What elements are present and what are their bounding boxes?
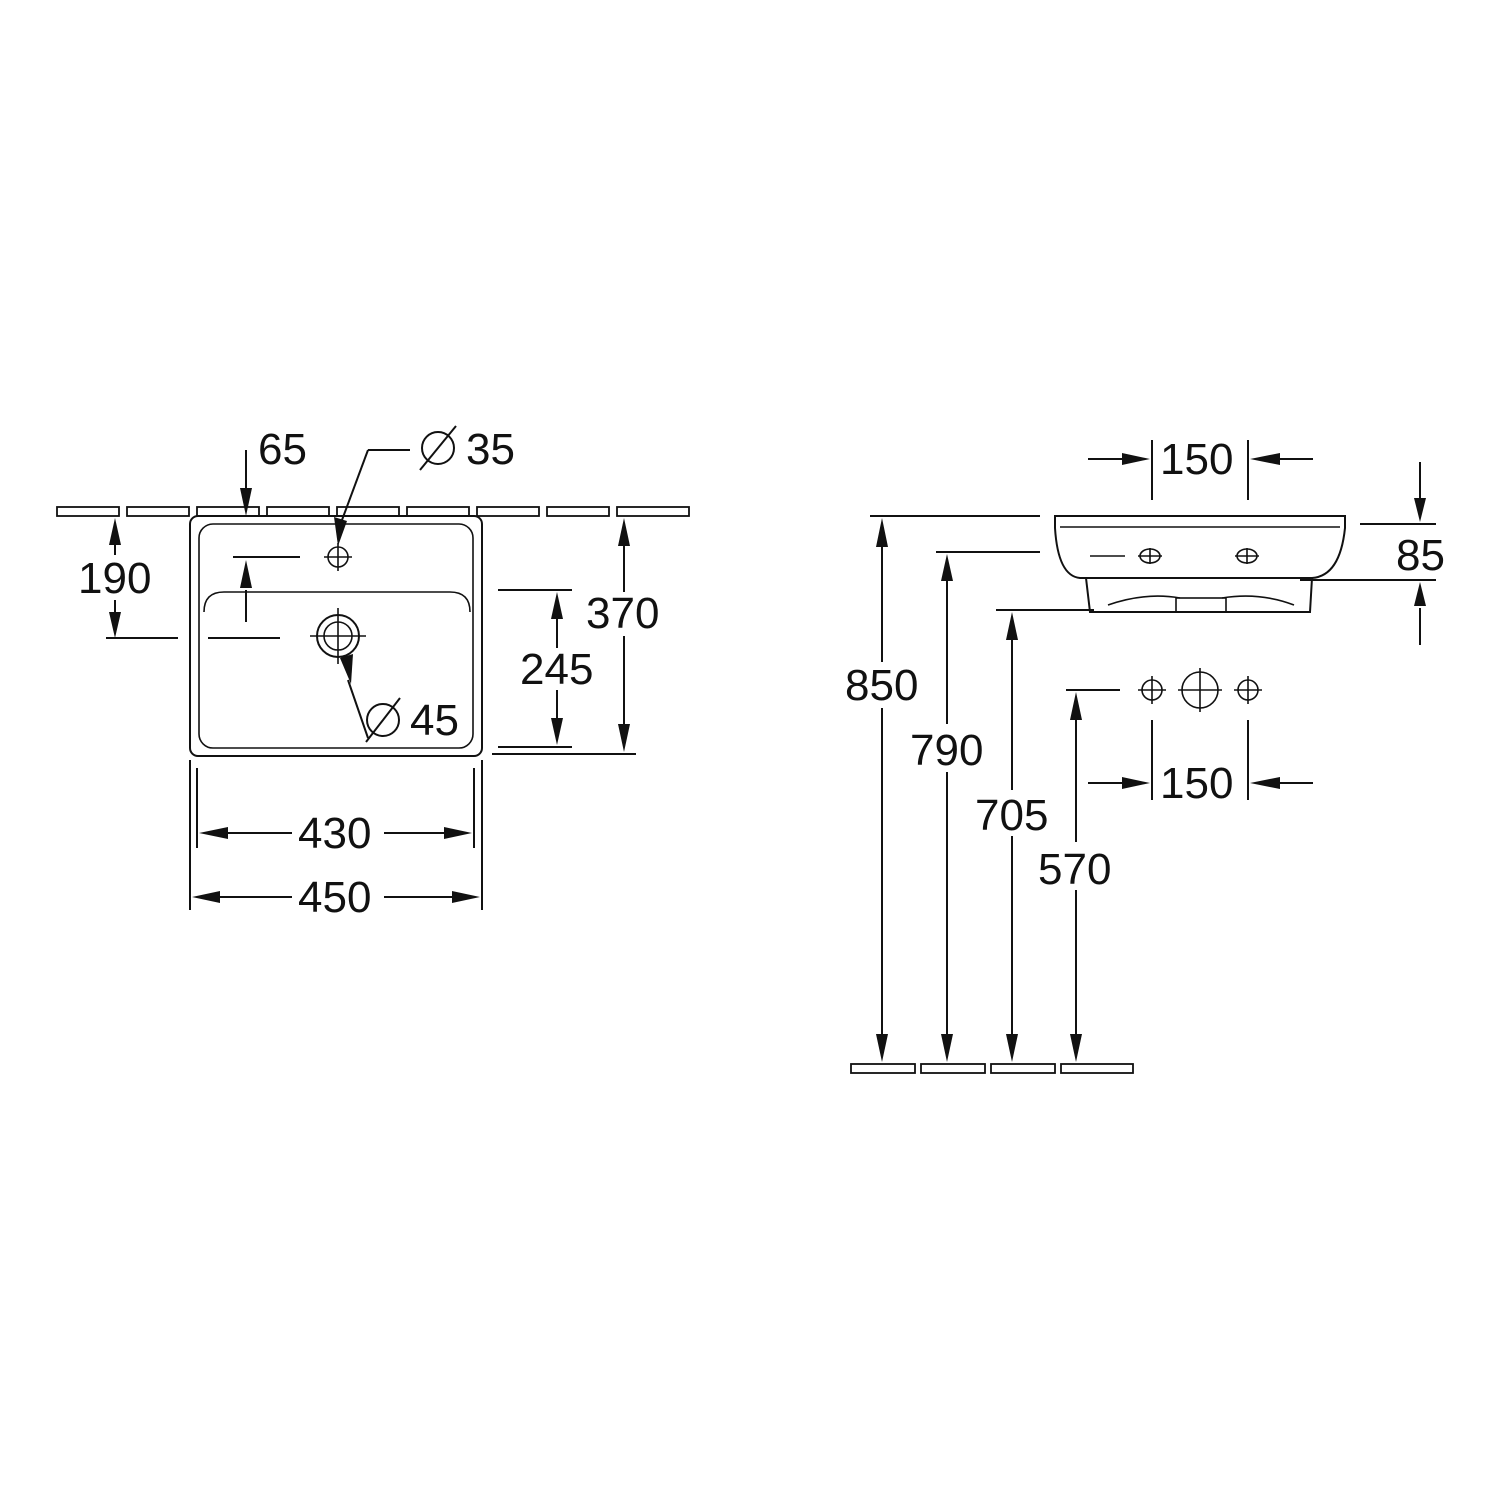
dimension-430 (196, 768, 475, 848)
dimension-150-bottom (1088, 720, 1313, 800)
label-450: 450 (298, 873, 371, 922)
label-245: 245 (520, 645, 593, 694)
label-430: 430 (298, 809, 371, 858)
label-dia-45: 45 (410, 696, 459, 745)
label-150-bottom: 150 (1160, 759, 1233, 808)
label-370: 370 (586, 589, 659, 638)
wall-connection-points (1138, 668, 1262, 712)
floor-line (850, 1063, 1134, 1074)
label-190: 190 (78, 554, 151, 603)
label-850: 850 (845, 661, 918, 710)
dimension-370 (492, 518, 636, 755)
leader-dia-35 (334, 425, 457, 546)
dimension-245 (498, 589, 572, 748)
basin-side-profile (1054, 515, 1346, 613)
label-65: 65 (258, 425, 307, 474)
dimension-85 (1300, 462, 1436, 645)
top-view: 65 35 45 190 (56, 425, 690, 922)
label-150-top: 150 (1160, 435, 1233, 484)
label-85: 85 (1396, 531, 1445, 580)
leader-dia-45 (340, 654, 401, 743)
label-705: 705 (975, 791, 1048, 840)
basin-outer-outline (189, 515, 483, 757)
dimension-570 (1066, 689, 1120, 1062)
label-dia-35: 35 (466, 425, 515, 474)
drain-hole (310, 608, 366, 664)
dimension-65 (233, 450, 300, 622)
label-570: 570 (1038, 845, 1111, 894)
dimension-790 (936, 551, 1040, 1062)
label-790: 790 (910, 726, 983, 775)
dimension-190 (106, 518, 280, 639)
bowl-edge (203, 591, 471, 613)
side-view: 150 85 850 790 (845, 435, 1445, 1074)
dimension-150-top (1088, 440, 1313, 500)
dimension-450 (189, 760, 483, 910)
dimension-850 (870, 515, 1040, 1062)
tap-hole (324, 543, 352, 571)
dimension-705 (996, 609, 1094, 1062)
wall-line (56, 506, 690, 517)
